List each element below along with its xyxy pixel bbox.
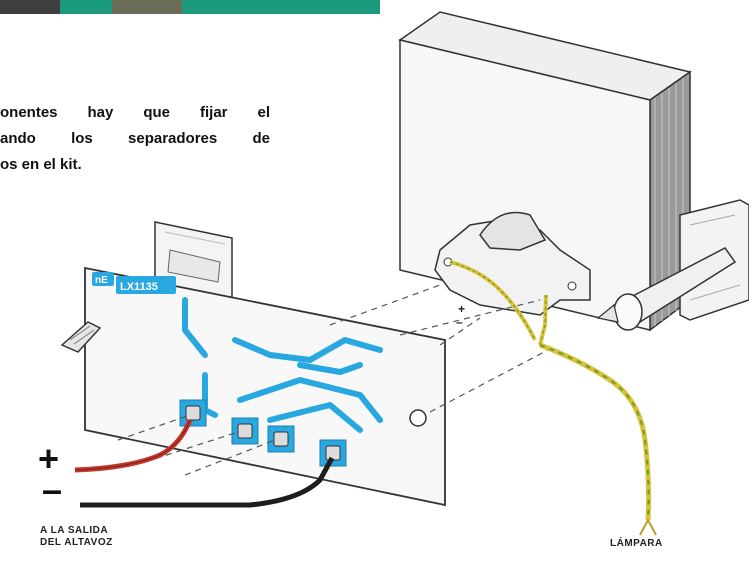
pcb-board [84,266,446,507]
header-color-bar [0,0,380,14]
plus-symbol: + [38,438,60,479]
caption-line-2: ando los separadores de [0,130,270,147]
lamp-socket [434,211,591,316]
minus-symbol: – [42,469,63,510]
lamp-label: LÁMPARA [610,538,663,549]
kit-code-badge [116,276,176,294]
speaker-output-label: A LA SALIDA DEL ALTAVOZ [40,525,113,549]
small-plus-marker: + [458,302,465,316]
logo-text: nE [95,275,108,286]
caption-line-3: os en el kit. [0,156,82,173]
black-wire [80,456,335,508]
header-bar-olive-segment [112,0,182,14]
lamp-bulb [596,247,737,331]
header-bar-dark-segment [0,0,60,14]
small-minus-marker: – [456,315,463,329]
standoff-screw [60,321,102,353]
speaker-label-line-1: A LA SALIDA [40,525,109,536]
yellow-wire [449,260,537,341]
kit-code-text: LX1135 [120,281,158,293]
twisted-lamp-wire [539,342,657,536]
logo-badge [92,272,114,286]
caption-text: onentes hay que fijar el ando los separa… [0,100,270,178]
speaker-label-line-2: DEL ALTAVOZ [40,537,113,548]
caption-line-1: onentes hay que fijar el [0,104,270,121]
